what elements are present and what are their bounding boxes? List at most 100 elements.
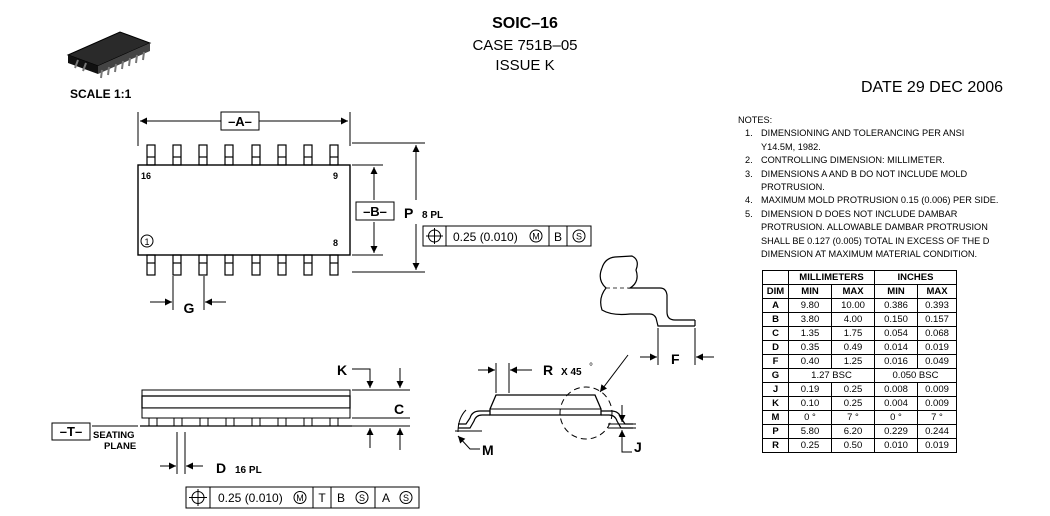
table-cell: 1.27 BSC [788,368,875,383]
table-cell: 0.244 [917,424,957,439]
table-cell: 0.49 [831,340,875,355]
lead-bottom-row [198,254,208,276]
mmc-symbol-icon [529,229,543,243]
dim-p-label: P [404,205,413,221]
table-cell: 0.068 [917,326,957,341]
table-cell: 0.25 [831,396,875,411]
table-cell: 0.004 [874,396,918,411]
note-item: 4.MAXIMUM MOLD PROTRUSION 0.15 (0.006) P… [738,194,1038,207]
table-cell: 10.00 [831,298,875,313]
table-cell: 1.25 [831,354,875,369]
datum-t-box [51,422,91,441]
table-cell: 6.20 [831,424,875,439]
pin-9-label: 9 [333,171,338,181]
lead-bottom-row [277,254,287,276]
pin-8-label: 8 [333,238,338,248]
dim-d-label: D [216,460,226,476]
note-line: PROTRUSION. [761,182,825,193]
dim-r-label: R [543,362,553,378]
mmc-symbol-icon [293,491,307,504]
datum-a-label: –A– [228,114,252,129]
table-cell: 0.229 [874,424,918,439]
date-label: DATE 29 DEC 2006 [861,79,1003,96]
table-cell: 3.80 [788,312,832,327]
rfs-symbol-icon [572,229,586,243]
table-cell: 1.35 [788,326,832,341]
tol-d-value: 0.25 (0.010) [218,491,283,505]
side-view: –T– SEATING PLANE K C D 16 PL 0.25 ( [51,362,420,509]
package-body-end [489,394,602,416]
table-cell: 0.009 [917,382,957,397]
table-cell: 0.25 [788,438,832,453]
lead-bottom-row [251,254,261,276]
table-cell: 0.150 [874,312,918,327]
header-min: MIN [788,284,832,299]
dim-cell: D [762,340,789,355]
lead-top-row [329,144,339,166]
table-cell: 0.009 [917,396,957,411]
lead-bottom-row [329,254,339,276]
note-number: 1. [745,128,753,139]
table-cell: 9.80 [788,298,832,313]
dim-k-label: K [337,362,347,378]
tolerance-frame-d: 0.25 (0.010) M T B S A S [185,486,420,509]
tol-p-s: S [576,232,582,242]
rfs-symbol-icon [355,491,369,504]
header-max: MAX [917,284,957,299]
tol-p-m: M [532,232,540,242]
note-item: 2.CONTROLLING DIMENSION: MILLIMETER. [738,154,1038,167]
lead-top-row [251,144,261,166]
dim-cell: P [762,424,789,439]
header-millimeters: MILLIMETERS [788,270,875,285]
table-cell: 0.019 [917,438,957,453]
tol-d-m: M [296,493,304,503]
header-inches: INCHES [874,270,957,285]
top-view: 1 16 9 8 –A– –B– P 8 PL [137,111,592,316]
lead-top-row [303,144,313,166]
table-cell: 0.386 [874,298,918,313]
table-cell: 0 ° [874,410,918,425]
lead-side [225,417,235,427]
table-cell: 0.010 [874,438,918,453]
note-line: DIMENSION AT MAXIMUM MATERIAL CONDITION. [761,249,978,260]
scale-label: SCALE 1:1 [70,87,132,101]
lead-side [173,417,183,427]
table-cell: 0.014 [874,340,918,355]
lead-side [303,417,313,427]
lead-bottom-row [303,254,313,276]
datum-b-box [355,201,395,221]
note-line: Y14.5M, 1982. [761,141,821,152]
notes-title: NOTES: [738,115,773,125]
end-view: R X 45 ° M J [455,354,642,458]
note-number: 4. [745,195,753,206]
table-cell: 7 ° [831,410,875,425]
dim-c-label: C [394,401,404,417]
table-cell: 0.054 [874,326,918,341]
lead-bottom-row [172,254,182,276]
rfs-symbol-icon [399,491,413,504]
tol-p-b: B [554,230,562,244]
dim-f-label: F [671,351,680,367]
note-number: 3. [745,168,753,179]
lead-side [148,417,158,427]
table-cell: 0.050 BSC [874,368,957,383]
tol-d-a: A [382,491,390,505]
dim-cell: A [762,298,789,313]
table-cell: 0.50 [831,438,875,453]
seating-plane-label-2: PLANE [104,441,136,452]
tol-p-value: 0.25 (0.010) [453,230,518,244]
dim-cell: K [762,396,789,411]
dim-cell: J [762,382,789,397]
dim-cell: G [762,368,789,383]
